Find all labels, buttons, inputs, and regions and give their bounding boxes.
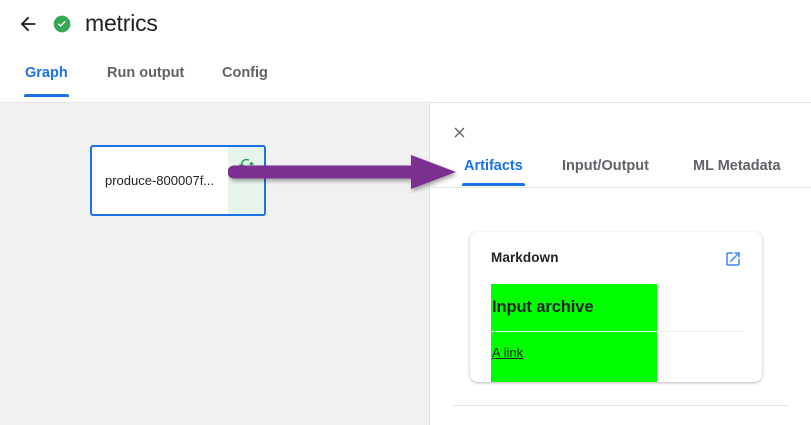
check-circle-icon [53, 15, 71, 32]
tab-artifacts[interactable]: Artifacts [462, 158, 525, 186]
panel-tabbar: Artifacts Input/Output ML Metadata [431, 152, 811, 188]
panel-close-button[interactable] [447, 120, 471, 144]
close-x-icon [454, 127, 464, 137]
back-arrow-button[interactable] [14, 10, 42, 38]
open-in-new-icon [726, 252, 740, 266]
artifact-card-markdown[interactable]: Markdown Input archive A link [470, 232, 762, 382]
app-header: metrics [0, 0, 811, 47]
graph-node-label: produce-800007f... [105, 173, 215, 188]
page-title: metrics [85, 10, 158, 36]
tab-input-output[interactable]: Input/Output [562, 158, 649, 174]
markdown-preview: Input archive A link [470, 284, 762, 382]
primary-tabbar: Graph Run output Config [0, 47, 811, 103]
tab-config[interactable]: Config [222, 65, 268, 81]
markdown-horizontal-rule [491, 331, 742, 332]
markdown-link[interactable]: A link [492, 345, 524, 360]
markdown-heading: Input archive [492, 298, 594, 316]
tab-ml-metadata[interactable]: ML Metadata [693, 158, 781, 174]
graph-canvas[interactable]: produce-800007f... [0, 103, 430, 425]
run-status-badge [52, 14, 72, 34]
graph-node-status-band [228, 147, 264, 214]
graph-node-produce[interactable]: produce-800007f... [90, 145, 266, 216]
markdown-highlight-block [491, 284, 657, 382]
tab-run-output[interactable]: Run output [107, 65, 185, 81]
cached-refresh-icon [238, 158, 254, 171]
artifact-side-panel: Artifacts Input/Output ML Metadata Markd… [431, 103, 811, 425]
artifact-card-title: Markdown [491, 250, 559, 265]
panel-section-divider [453, 405, 789, 406]
artifact-card-header: Markdown [470, 232, 762, 284]
arrow-left-icon [20, 16, 36, 31]
tab-graph[interactable]: Graph [24, 65, 69, 97]
open-in-new-button[interactable] [723, 249, 743, 269]
